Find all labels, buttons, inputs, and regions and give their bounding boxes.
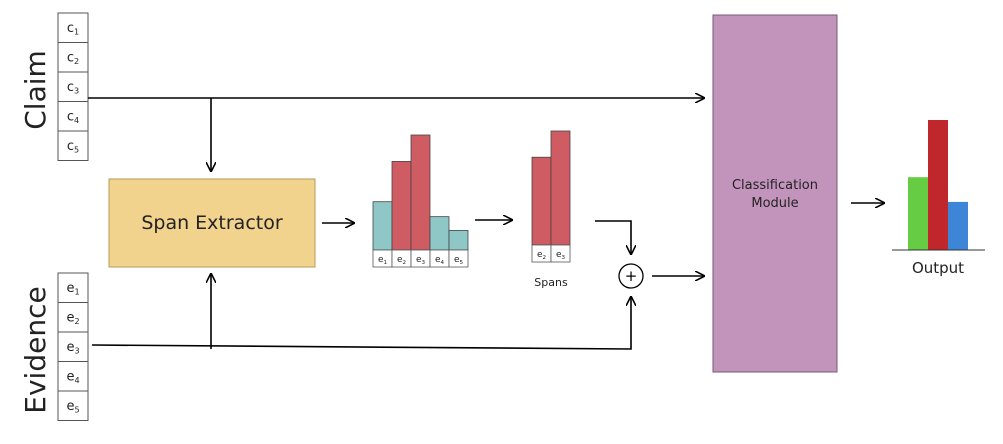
claim-token-cell	[57, 12, 89, 43]
claim-token-cell	[57, 42, 89, 73]
span-token-label: e3	[556, 250, 566, 261]
evidence-label: Evidence	[19, 286, 52, 413]
combine-operator-circle	[618, 263, 644, 289]
claim-token-column: c1 c2 c3 c4 c5	[57, 12, 89, 161]
score-token-label: e1	[378, 255, 388, 266]
spans-to-combine-arrow	[595, 220, 631, 254]
evidence-token-cell	[57, 361, 89, 392]
claim-token-cell	[57, 130, 89, 161]
score-token-label: e2	[397, 255, 406, 266]
span-token-label: e2	[537, 250, 546, 261]
evidence-token-label: e5	[66, 399, 79, 415]
output-bar	[948, 201, 968, 250]
score-bar	[429, 216, 450, 251]
claim-label: Claim	[19, 50, 52, 130]
output-chart	[892, 120, 985, 251]
evidence-to-combine-line	[91, 297, 631, 350]
evidence-token-label: e1	[66, 281, 79, 297]
evidence-token-label: e2	[66, 310, 79, 326]
claim-token-label: c1	[67, 21, 79, 37]
score-token-cell	[448, 249, 469, 268]
score-bar	[372, 201, 393, 251]
claim-token-label: c3	[67, 80, 79, 96]
output-label: Output	[912, 259, 964, 277]
span-bar	[531, 156, 552, 246]
span-bar	[550, 130, 571, 246]
score-bar	[448, 230, 469, 251]
token-score-chart: e1 e2 e3 e4 e5	[372, 134, 469, 268]
score-token-label: e5	[454, 255, 464, 266]
span-extractor-box	[108, 178, 316, 268]
claim-token-cell	[57, 101, 89, 132]
connectors	[88, 98, 884, 350]
claim-token-label: c4	[67, 109, 79, 125]
score-bar	[410, 134, 431, 251]
spans-label: Spans	[534, 276, 568, 289]
claim-token-cell	[57, 71, 89, 102]
spans-chart: e2 e3	[531, 130, 571, 263]
classification-module-box	[712, 14, 838, 373]
claim-token-label: c5	[67, 139, 79, 155]
evidence-token-cell	[57, 302, 89, 333]
score-token-label: e4	[435, 255, 445, 266]
classification-module-line2: Module	[751, 196, 798, 211]
span-token-cell	[550, 244, 571, 263]
span-extractor-label: Span Extractor	[141, 212, 283, 234]
evidence-token-cell	[57, 331, 89, 362]
evidence-token-column: e1 e2 e3 e4 e5	[57, 272, 89, 421]
evidence-token-cell	[57, 272, 89, 303]
combine-operator-symbol: +	[625, 267, 638, 285]
claim-token-label: c2	[67, 50, 79, 66]
output-bar	[928, 120, 948, 250]
output-bar	[908, 177, 928, 250]
evidence-token-cell	[57, 390, 89, 421]
classification-module-line1: Classification	[732, 178, 818, 193]
evidence-token-label: e3	[66, 340, 79, 356]
score-bar	[391, 161, 412, 251]
score-token-label: e3	[416, 255, 426, 266]
evidence-token-label: e4	[66, 369, 79, 385]
